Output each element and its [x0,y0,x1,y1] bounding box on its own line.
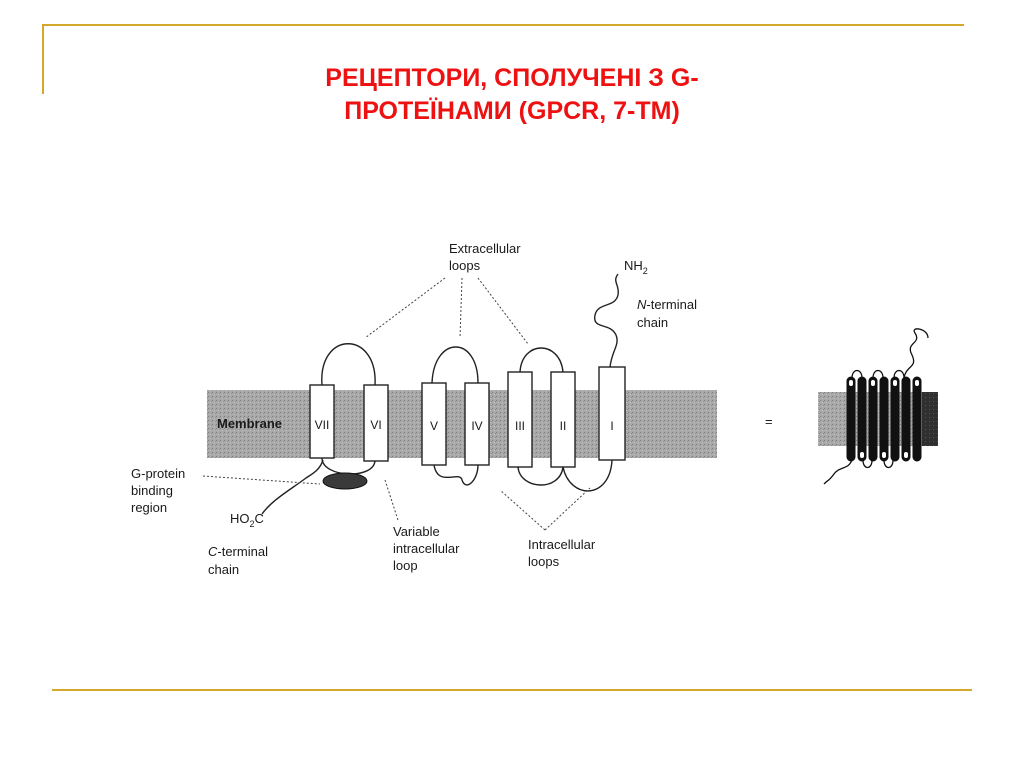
helix-iii-label: III [515,419,525,433]
helix-vii: VII [309,384,335,459]
g-protein-label-3: region [131,500,167,515]
helix-ii-label: II [560,419,567,433]
top-rule [42,24,964,26]
intracellular-loop-v-iv [433,464,479,486]
simplified-membrane-dark-edge [922,392,938,446]
helix-i-label: I [610,419,613,433]
intracellular-loop-iii-ii [517,466,564,486]
equals-sign: = [765,414,773,429]
helix-vi-label: VI [370,418,381,432]
extracellular-loops-label-2: loops [449,258,481,273]
helix-ii: II [550,371,576,468]
n-terminal-chain [594,273,620,368]
slide-title: РЕЦЕПТОРИ, СПОЛУЧЕНІ З G- ПРОТЕЇНАМИ (GP… [160,62,864,128]
membrane-label: Membrane [217,416,282,431]
membrane-band [207,390,717,458]
intracellular-loops-label-1: Intracellular [528,537,596,552]
c-terminal-label: C-terminal [208,544,268,559]
n-terminal-label: N-terminal [637,297,697,312]
n-terminal-label-2: chain [637,315,668,330]
variable-loop-label-3: loop [393,558,418,573]
g-protein-label-1: G-protein [131,466,185,481]
left-rule [42,24,44,94]
simplified-gpcr-schematic [818,328,938,485]
extracellular-loops-label-1: Extracellular [449,241,521,256]
helix-iv-label: IV [471,419,482,433]
helix-vii-label: VII [315,418,330,432]
g-protein-label-2: binding [131,483,173,498]
extracellular-loop-1 [321,343,376,386]
pointer-lines [202,277,591,531]
intracellular-loop-ii-i [562,459,613,492]
nh2-label: NH2 [624,258,648,276]
intracellular-loops-label-2: loops [528,554,560,569]
helix-v: V [421,382,447,466]
helix-v-label: V [430,419,438,433]
c-terminal-label-2: chain [208,562,239,577]
c-terminal-chain [261,459,324,515]
ho2c-label: HO2C [230,511,264,529]
helix-i: I [598,366,626,461]
title-line-1: РЕЦЕПТОРИ, СПОЛУЧЕНІ З G- [325,64,699,92]
extracellular-loop-2 [431,346,479,384]
helix-vi: VI [363,384,389,462]
variable-loop-label-1: Variable [393,524,440,539]
extracellular-loop-3 [519,347,564,373]
g-protein-binding-oval [322,472,368,490]
bottom-rule [52,689,972,691]
variable-loop-label-2: intracellular [393,541,460,556]
title-line-2: ПРОТЕЇНАМИ (GPCR, 7-TM) [344,97,680,125]
helix-iii: III [507,371,533,468]
helix-iv: IV [464,382,490,466]
